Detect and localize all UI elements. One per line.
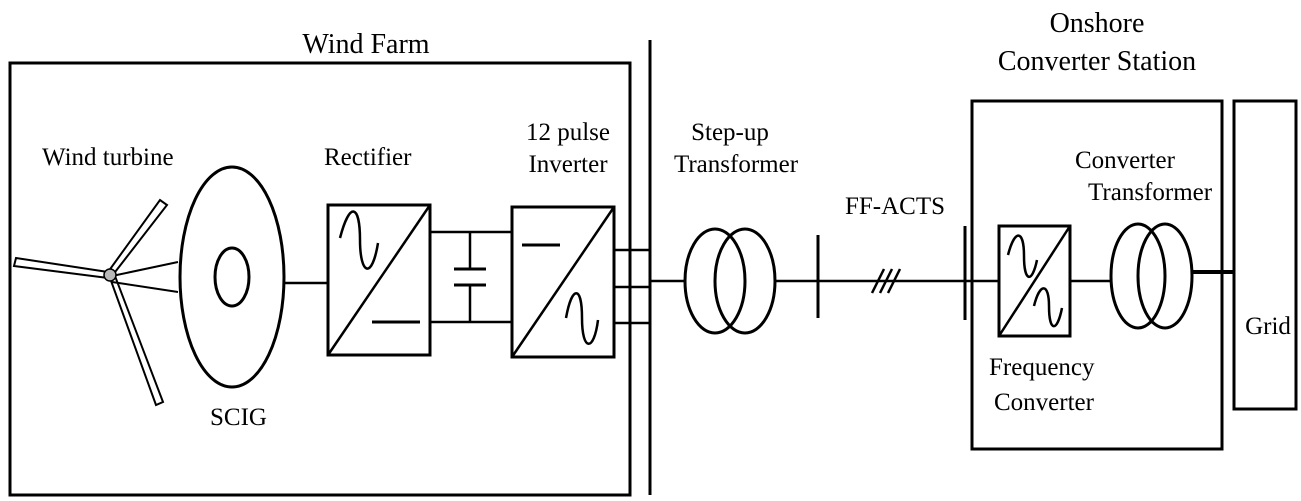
inverter-label-line2: Inverter: [528, 151, 608, 178]
rectifier-icon: [326, 203, 432, 357]
ff-acts-cable-icon: [818, 268, 965, 294]
frequency-converter-label-line1: Frequency: [989, 354, 1095, 381]
step-up-label-line1: Step-up: [691, 119, 769, 146]
onshore-title-line2: Converter Station: [998, 46, 1196, 77]
converter-transformer-label-line1: Converter: [1075, 147, 1176, 174]
onshore-title-line1: Onshore: [1050, 8, 1145, 39]
wind-turbine-icon: [12, 198, 179, 407]
inverter-label-line1: 12 pulse: [526, 119, 610, 146]
inverter-icon: [510, 205, 616, 359]
scig-generator-icon: [178, 165, 286, 389]
step-up-label-line2: Transformer: [674, 151, 799, 178]
wind-farm-title: Wind Farm: [302, 29, 429, 60]
onshore-station-box: [970, 99, 1224, 451]
converter-transformer-icon: [1109, 222, 1194, 330]
scig-label: SCIG: [210, 404, 267, 431]
wind-turbine-label: Wind turbine: [42, 144, 174, 171]
rectifier-label: Rectifier: [324, 144, 412, 171]
frequency-converter-label-line2: Converter: [994, 389, 1095, 416]
dc-link-capacitor-icon: [430, 230, 512, 324]
ff-acts-label: FF-ACTS: [845, 193, 945, 220]
frequency-converter-icon: [997, 224, 1072, 338]
wind-farm-box: [8, 61, 632, 497]
step-up-transformer-icon: [683, 227, 777, 335]
grid-box: [1232, 99, 1298, 411]
converter-transformer-label-line2: Transformer: [1088, 179, 1213, 206]
grid-label: Grid: [1245, 313, 1291, 340]
three-phase-wires: [614, 248, 686, 325]
